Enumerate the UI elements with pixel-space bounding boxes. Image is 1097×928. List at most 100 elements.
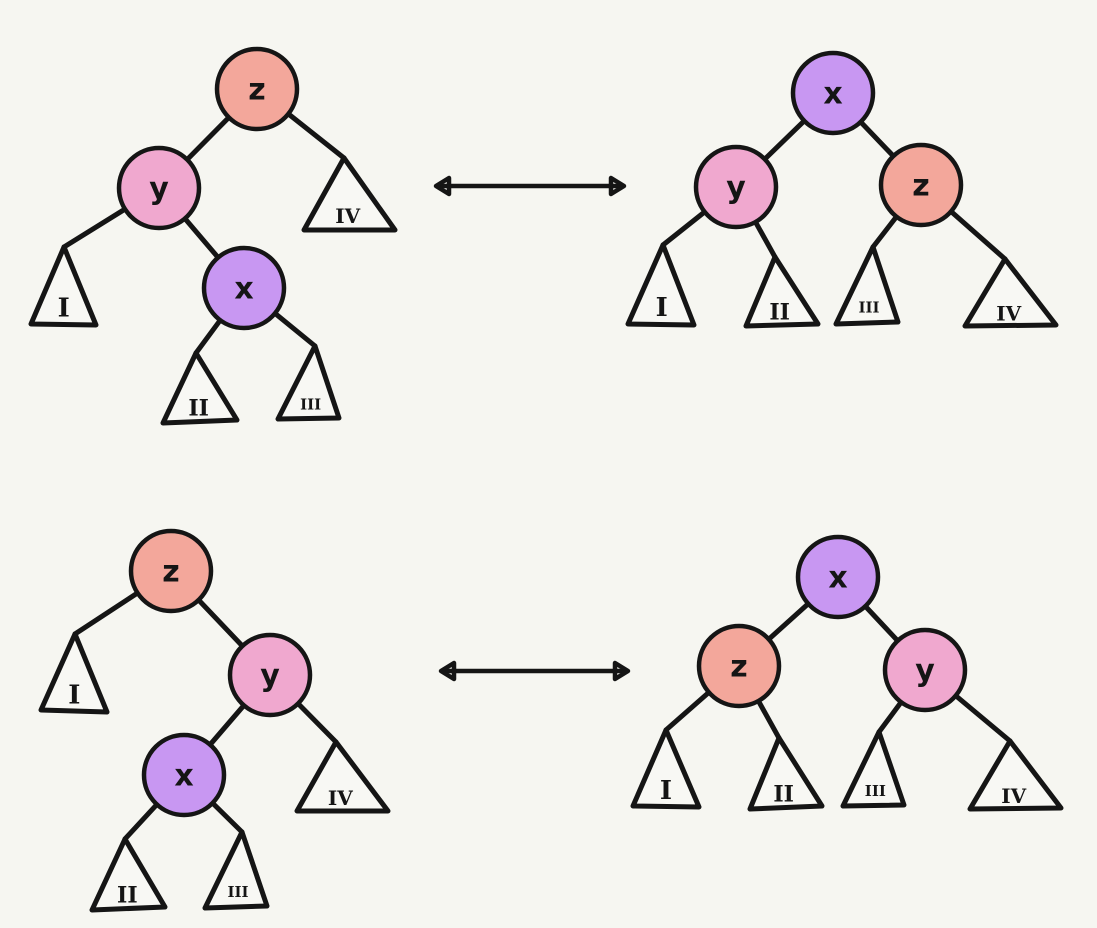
node-circle <box>790 50 876 136</box>
subtree-triangle <box>625 242 697 328</box>
subtree-III: III <box>202 829 270 911</box>
subtree-IV: IV <box>294 739 391 814</box>
node-circle <box>128 528 214 614</box>
edge-z-t2 <box>870 212 901 250</box>
subtree-triangle <box>160 350 240 426</box>
node-z: z <box>696 623 782 709</box>
subtree-label: II <box>773 781 794 807</box>
subtree-I: I <box>28 244 99 328</box>
subtree-label: I <box>660 776 672 806</box>
subtree-triangle <box>743 254 821 329</box>
edge-y-t3 <box>951 691 1013 744</box>
node-circle <box>693 144 779 230</box>
node-circle <box>882 627 968 713</box>
edge-y-t2 <box>876 698 905 735</box>
subtree-II: II <box>747 735 825 812</box>
edge-x-z <box>764 599 813 644</box>
arrow-head-right <box>608 175 627 197</box>
subtree-label: IV <box>335 204 360 228</box>
node-y: y <box>116 145 202 231</box>
edge-x-t2 <box>208 799 245 835</box>
edge-y-x <box>206 701 248 749</box>
node-label: y <box>260 659 280 694</box>
subtree-label: I <box>58 294 70 324</box>
edge-z-t0 <box>663 688 713 733</box>
subtree-triangle <box>840 729 907 809</box>
subtree-label: IV <box>1001 784 1026 808</box>
node-label: x <box>174 759 193 794</box>
subtree-IV: IV <box>962 256 1059 329</box>
node-circle <box>141 732 227 818</box>
edge-y-t1 <box>751 217 778 260</box>
subtree-triangle <box>28 244 99 328</box>
bottom-arrow <box>438 660 631 682</box>
subtree-triangle <box>89 836 168 913</box>
subtree-triangle <box>630 727 702 810</box>
edge-z-y <box>183 113 233 164</box>
subtree-triangle <box>747 735 825 812</box>
node-label: y <box>149 172 169 207</box>
node-circle <box>795 534 881 620</box>
subtree-III: III <box>275 343 342 422</box>
subtree-I: I <box>38 631 110 715</box>
edge-z-t0 <box>72 589 142 637</box>
node-z: z <box>128 528 214 614</box>
subtree-triangle <box>833 244 901 327</box>
subtree-triangle <box>202 829 270 911</box>
subtree-IV: IV <box>967 738 1064 812</box>
node-y: y <box>882 627 968 713</box>
node-y: y <box>693 144 779 230</box>
subtree-label: I <box>68 680 80 710</box>
edge-x-t2 <box>270 309 318 349</box>
node-label: z <box>912 169 929 204</box>
edge-x-y <box>861 602 902 645</box>
subtree-label: III <box>300 395 321 413</box>
subtree-label: II <box>117 882 138 908</box>
node-z: z <box>878 142 964 228</box>
edge-x-y <box>760 116 809 164</box>
edge-z-t3 <box>947 207 1008 262</box>
subtree-triangle <box>38 631 110 715</box>
node-circle <box>696 623 782 709</box>
node-circle <box>214 46 300 132</box>
node-y: y <box>227 632 313 718</box>
node-circle <box>878 142 964 228</box>
node-circle <box>227 632 313 718</box>
subtree-label: IV <box>996 301 1021 325</box>
node-circle <box>201 245 287 331</box>
edge-y-t0 <box>61 205 130 250</box>
node-label: z <box>162 555 179 590</box>
subtree-III: III <box>840 729 907 809</box>
subtree-II: II <box>743 254 821 329</box>
subtree-I: I <box>630 727 702 810</box>
node-label: y <box>915 654 935 689</box>
subtree-I: I <box>625 242 697 328</box>
arrow-head-left <box>433 175 452 197</box>
arrow-head-right <box>612 660 631 682</box>
subtree-label: III <box>858 299 879 317</box>
edge-z-t1 <box>754 696 782 741</box>
subtree-label: I <box>656 293 668 323</box>
subtree-triangle <box>962 256 1059 329</box>
edge-y-t0 <box>660 208 709 248</box>
edge-y-x <box>181 214 222 262</box>
node-circle <box>116 145 202 231</box>
node-label: x <box>823 77 842 112</box>
edge-x-z <box>856 117 898 161</box>
node-x: x <box>141 732 227 818</box>
subtree-II: II <box>89 836 168 913</box>
edge-x-t1 <box>122 800 161 842</box>
node-z: z <box>214 46 300 132</box>
edge-y-t3 <box>294 699 339 745</box>
node-label: z <box>730 650 747 685</box>
node-label: y <box>726 171 746 206</box>
edge-z-t3 <box>284 110 347 161</box>
edge-x-t1 <box>193 316 224 356</box>
node-x: x <box>201 245 287 331</box>
edge-z-y <box>194 596 247 650</box>
subtree-II: II <box>160 350 240 426</box>
